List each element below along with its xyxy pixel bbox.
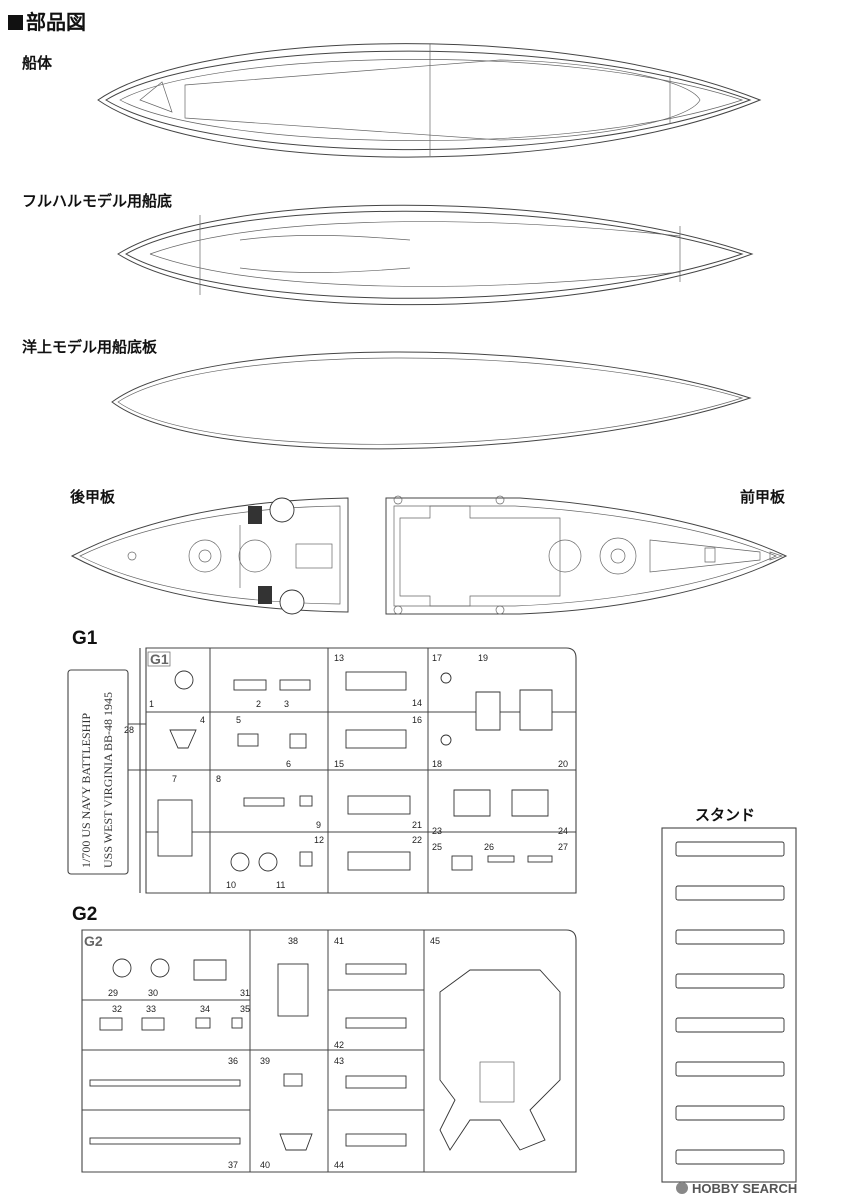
part-number: 2 xyxy=(256,699,261,709)
sprue-g1-part-numbers: 1 2 3 4 5 6 7 8 9 10 11 12 13 14 15 16 1… xyxy=(124,653,568,890)
stand-drawing xyxy=(661,827,797,1183)
section-label-stand: スタンド xyxy=(695,806,756,824)
sprue-g1-tag: 1/700 US NAVY BATTLESHIP USS WEST VIRGIN… xyxy=(79,692,115,868)
part-number: 6 xyxy=(286,759,291,769)
hull-drawing xyxy=(97,43,762,158)
part-number: 14 xyxy=(412,698,422,708)
part-number: 27 xyxy=(558,842,568,852)
part-number: 1 xyxy=(149,699,154,709)
part-number: 32 xyxy=(112,1004,122,1014)
part-number: 19 xyxy=(478,653,488,663)
part-number: 39 xyxy=(260,1056,270,1066)
part-number: 4 xyxy=(200,715,205,725)
part-number: 29 xyxy=(108,988,118,998)
part-number: 3 xyxy=(284,699,289,709)
part-number: 33 xyxy=(146,1004,156,1014)
part-number: 15 xyxy=(334,759,344,769)
page-title: 部品図 xyxy=(8,6,86,35)
part-number: 9 xyxy=(316,820,321,830)
sprue-g2-stamp: G2 xyxy=(84,933,103,949)
part-number: 22 xyxy=(412,835,422,845)
part-number: 25 xyxy=(432,842,442,852)
part-number: 5 xyxy=(236,715,241,725)
part-number: 8 xyxy=(216,774,221,784)
part-number: 26 xyxy=(484,842,494,852)
part-number: 13 xyxy=(334,653,344,663)
part-number: 28 xyxy=(124,725,134,735)
part-number: 31 xyxy=(240,988,250,998)
part-number: 40 xyxy=(260,1160,270,1170)
part-number: 24 xyxy=(558,826,568,836)
part-number: 36 xyxy=(228,1056,238,1066)
part-number: 37 xyxy=(228,1160,238,1170)
part-number: 42 xyxy=(334,1040,344,1050)
sprue-label-g1: G1 xyxy=(72,628,98,649)
part-number: 23 xyxy=(432,826,442,836)
fore-deck-drawing xyxy=(385,495,788,615)
sprue-g2-drawing xyxy=(81,929,577,1173)
part-number: 21 xyxy=(412,820,422,830)
part-number: 43 xyxy=(334,1056,344,1066)
aft-deck-drawing xyxy=(70,497,349,615)
watermark-text: HOBBY SEARCH xyxy=(692,1181,797,1196)
part-number: 10 xyxy=(226,880,236,890)
section-label-fore-deck: 前甲板 xyxy=(740,488,786,506)
svg-text:1/700 US NAVY BATTLESHIP: 1/700 US NAVY BATTLESHIP xyxy=(79,713,93,868)
full-hull-bottom-drawing xyxy=(117,204,754,306)
part-number: 17 xyxy=(432,653,442,663)
part-number: 7 xyxy=(172,774,177,784)
part-number: 35 xyxy=(240,1004,250,1014)
sprue-g2-part-numbers: 29 30 31 32 33 34 35 36 37 38 39 40 41 4… xyxy=(108,936,440,1170)
part-number: 16 xyxy=(412,715,422,725)
section-label-hull: 船体 xyxy=(22,54,53,72)
part-number: 18 xyxy=(432,759,442,769)
part-number: 11 xyxy=(276,880,285,890)
section-label-full-hull-bottom: フルハルモデル用船底 xyxy=(22,192,173,210)
svg-text:USS WEST VIRGINIA BB-48 1945: USS WEST VIRGINIA BB-48 1945 xyxy=(101,692,115,868)
section-label-waterline-bottom: 洋上モデル用船底板 xyxy=(22,338,158,356)
part-number: 38 xyxy=(288,936,298,946)
sprue-g1-stamp: G1 xyxy=(150,651,169,667)
square-bullet-icon xyxy=(8,15,23,30)
sprue-g1-drawing xyxy=(67,647,577,894)
part-number: 30 xyxy=(148,988,158,998)
part-number: 45 xyxy=(430,936,440,946)
part-number: 12 xyxy=(314,835,324,845)
part-number: 44 xyxy=(334,1160,344,1170)
part-number: 20 xyxy=(558,759,568,769)
part-number: 41 xyxy=(334,936,344,946)
part-number: 34 xyxy=(200,1004,210,1014)
sprue-label-g2: G2 xyxy=(72,904,98,925)
watermark: HOBBY SEARCH xyxy=(676,1181,797,1196)
section-label-aft-deck: 後甲板 xyxy=(70,488,116,506)
waterline-bottom-drawing xyxy=(111,351,752,450)
